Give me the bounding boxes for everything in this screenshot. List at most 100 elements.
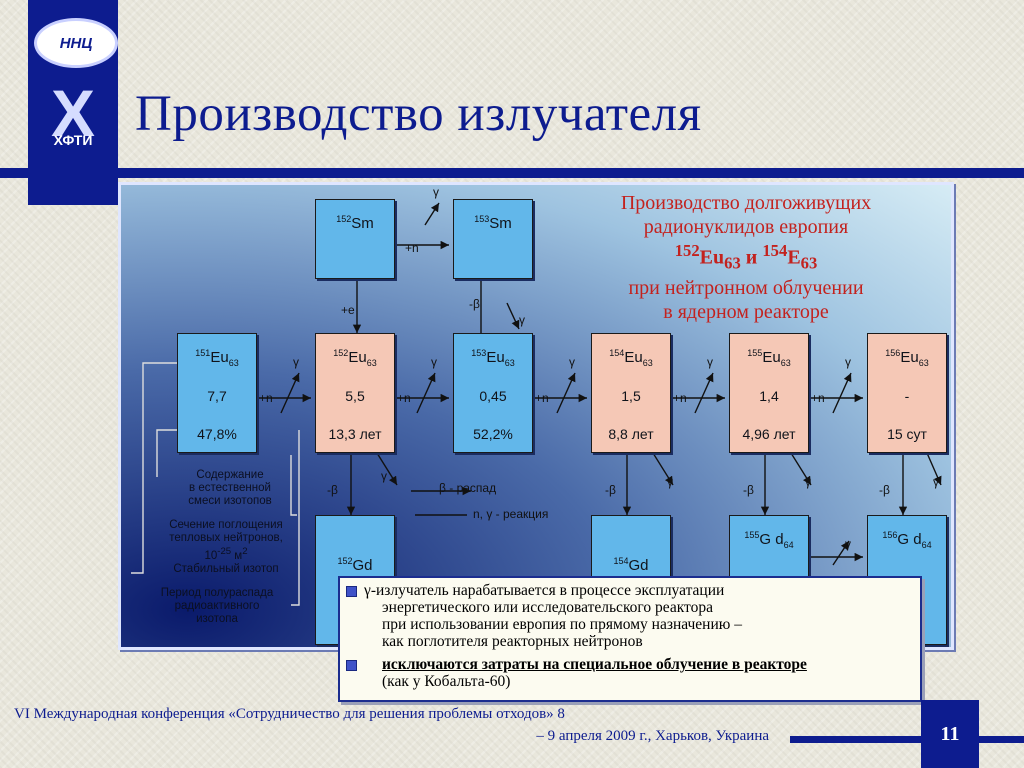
element-symbol: Eu <box>900 349 919 366</box>
isotope-box-sm152: 152Sm <box>315 199 395 279</box>
element-symbol: Eu <box>348 349 367 366</box>
legend-content-line3: смеси изотопов <box>188 495 272 507</box>
mass-number: 156 <box>882 530 898 540</box>
gamma-label-10: γ <box>845 537 851 551</box>
element-symbol: Eu <box>762 349 781 366</box>
mass-number: 155 <box>744 530 760 540</box>
mass-number: 151 <box>195 348 211 358</box>
units-m-exponent: 2 <box>242 546 248 557</box>
nuclide-label: 155G d64 <box>730 530 808 550</box>
cross-section-value: 7,7 <box>207 388 227 404</box>
element-symbol: Eu <box>624 349 643 366</box>
title-iso2-z: 63 <box>800 253 818 273</box>
legend-halflife-line2: радиоактивного <box>174 600 260 612</box>
reaction-beta-gd152: -β <box>327 483 338 497</box>
legend-cross-section: Сечение поглощения тепловых нейтронов, 1… <box>151 519 301 576</box>
mass-number: 152 <box>333 348 349 358</box>
cross-section-value: 1,4 <box>759 388 779 404</box>
mass-number: 153 <box>474 214 490 224</box>
logo-top-text: ННЦ <box>59 34 93 52</box>
element-symbol: Eu <box>210 349 229 366</box>
gamma-label-9: γ <box>933 475 939 489</box>
slide-title: Производство излучателя <box>135 86 702 142</box>
units-exponent: -25 <box>217 546 232 557</box>
element-symbol: G d <box>759 531 784 548</box>
isotope-box-sm153: 153Sm <box>453 199 533 279</box>
nuclide-label: 156G d64 <box>868 530 946 550</box>
legend-n-gamma: n, γ - реакция <box>473 507 549 521</box>
diagram-title-line4: при нейтронном облучении <box>628 276 864 299</box>
element-symbol: Gd <box>352 557 373 574</box>
abundance-value: 52,2% <box>473 426 513 442</box>
diagram-title-line1: Производство долгоживущих <box>620 192 872 214</box>
nuclide-label: 154Eu63 <box>592 348 670 368</box>
atomic-number: 64 <box>921 540 932 550</box>
title-iso1-symbol: Eu <box>699 246 725 269</box>
diagram-title-line5: в ядерном реакторе <box>663 300 829 323</box>
atomic-number: 63 <box>504 358 515 368</box>
legend-cross-line2: тепловых нейтронов, <box>169 532 283 544</box>
cross-section-value: - <box>904 388 910 404</box>
footer-conference: VI Международная конференция «Сотрудниче… <box>14 703 774 744</box>
mass-number: 152 <box>337 556 353 566</box>
reaction-beta-gd156: -β <box>879 483 890 497</box>
gamma-label-1: γ <box>293 355 299 369</box>
legend-content: Содержание в естественной смеси изотопов <box>171 469 289 508</box>
units-base: 10 <box>204 549 218 562</box>
logo-oval: ННЦ <box>34 18 118 68</box>
isotope-box-eu152: 152Eu63 5,5 13,3 лет <box>315 333 395 453</box>
gamma-label-7: γ <box>667 475 673 489</box>
mass-number: 156 <box>885 348 901 358</box>
reaction-beta-gd154: -β <box>605 483 616 497</box>
nuclide-label: 152Gd <box>316 556 394 574</box>
mass-number: 153 <box>471 348 487 358</box>
bullet-square-icon <box>346 660 357 671</box>
bullet-square-icon <box>346 586 357 597</box>
gamma-label-3: γ <box>569 355 575 369</box>
cross-section-value: 0,45 <box>479 388 507 404</box>
callout-bullet1-line4: как поглотителя реакторных нейтронов <box>382 633 643 650</box>
gamma-label-sm: γ <box>433 185 439 199</box>
isotope-box-eu156: 156Eu63 - 15 сут <box>867 333 947 453</box>
logo-x-icon: X <box>44 78 102 148</box>
info-callout: γ-излучатель нарабатывается в процессе э… <box>338 576 922 702</box>
page-number: 11 <box>921 700 979 768</box>
halflife-value: 13,3 лет <box>328 426 382 442</box>
abundance-value: 47,8% <box>197 426 237 442</box>
element-symbol: Gd <box>628 557 649 574</box>
nuclide-label: 155Eu63 <box>730 348 808 368</box>
title-and: и <box>740 246 763 269</box>
title-iso1-mass: 152 <box>674 241 700 260</box>
atomic-number: 63 <box>366 358 377 368</box>
halflife-value: 15 сут <box>887 426 927 442</box>
atomic-number: 63 <box>780 358 791 368</box>
reaction-n-3: +n <box>535 391 549 405</box>
legend-cross-units: 10-25 м2 <box>151 545 301 563</box>
reaction-n-5: +n <box>811 391 825 405</box>
header-rule <box>0 168 1024 178</box>
reaction-n-4: +n <box>673 391 687 405</box>
gamma-label-4: γ <box>707 355 713 369</box>
diagram-arrows <box>131 202 942 606</box>
gamma-label-6: γ <box>381 469 387 483</box>
atomic-number: 63 <box>642 358 653 368</box>
nuclide-label: 152Sm <box>316 214 394 232</box>
nuclide-label: 152Eu63 <box>316 348 394 368</box>
atomic-number: 63 <box>228 358 239 368</box>
mass-number: 152 <box>336 214 352 224</box>
gamma-label-sm153: γ <box>519 313 525 327</box>
title-iso2-mass: 154 <box>762 241 788 260</box>
cross-section-value: 1,5 <box>621 388 641 404</box>
atomic-number: 64 <box>783 540 794 550</box>
legend-content-line1: Содержание <box>196 469 264 481</box>
production-diagram: Производство долгоживущих радионуклидов … <box>118 182 954 650</box>
gamma-label-2: γ <box>431 355 437 369</box>
reaction-n-1: +n <box>259 391 273 405</box>
nuclide-label: 154Gd <box>592 556 670 574</box>
gamma-label-5: γ <box>845 355 851 369</box>
halflife-value: 8,8 лет <box>608 426 654 442</box>
atomic-number: 63 <box>918 358 929 368</box>
mass-number: 154 <box>609 348 625 358</box>
element-symbol: Sm <box>489 215 512 232</box>
nuclide-label: 153Sm <box>454 214 532 232</box>
